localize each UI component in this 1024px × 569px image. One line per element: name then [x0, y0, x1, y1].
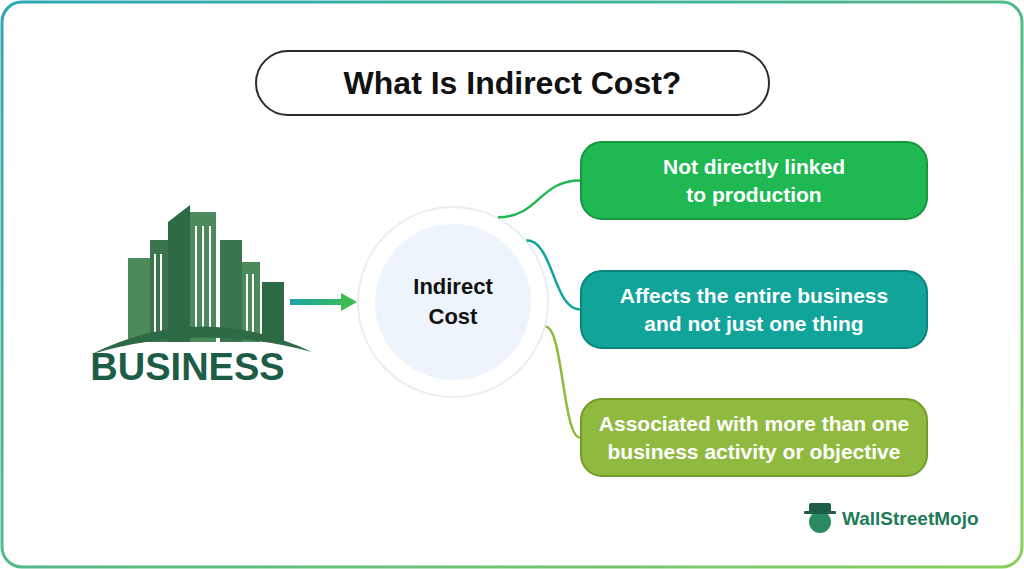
building-illustration	[92, 205, 312, 354]
title-text: What Is Indirect Cost?	[344, 65, 682, 102]
illustration-text: BUSINESS	[90, 347, 284, 387]
logo-hat-brim	[804, 511, 836, 514]
feature-box: Not directly linked to production	[580, 141, 928, 220]
box-text: Associated with more than one business a…	[589, 410, 919, 466]
brand-label: WallStreetMojo	[842, 508, 979, 530]
business-illustration: BUSINESS	[85, 200, 290, 390]
circle-text: Indirect Cost	[398, 272, 508, 332]
window-line	[252, 274, 254, 334]
flow-arrow	[290, 299, 345, 305]
outer-ring	[358, 207, 548, 397]
inner-disc	[375, 224, 531, 380]
building	[150, 240, 168, 342]
building	[128, 258, 150, 342]
window-lines	[155, 226, 253, 334]
logo-icon	[804, 503, 836, 533]
building	[190, 212, 216, 342]
building	[220, 240, 242, 342]
window-line	[160, 254, 162, 334]
box-text: Not directly linked to production	[654, 153, 854, 209]
title-pill: What Is Indirect Cost?	[255, 50, 770, 116]
window-line	[154, 254, 156, 334]
window-line	[246, 274, 248, 334]
building	[262, 282, 284, 342]
window-line	[202, 226, 204, 334]
feature-box: Affects the entire business and not just…	[580, 270, 928, 349]
building	[242, 262, 260, 342]
circle-outline	[356, 205, 550, 399]
connector-curve	[546, 327, 580, 438]
logo-hat	[809, 503, 831, 512]
center-circle: Indirect Cost	[356, 205, 550, 399]
logo-head	[809, 511, 831, 533]
window-line	[195, 226, 197, 334]
connector-curve	[527, 240, 580, 309]
building	[168, 205, 190, 342]
feature-box: Associated with more than one business a…	[580, 398, 928, 477]
window-line	[209, 226, 211, 334]
box-text: Affects the entire business and not just…	[609, 282, 899, 338]
connector-curve	[498, 181, 580, 218]
